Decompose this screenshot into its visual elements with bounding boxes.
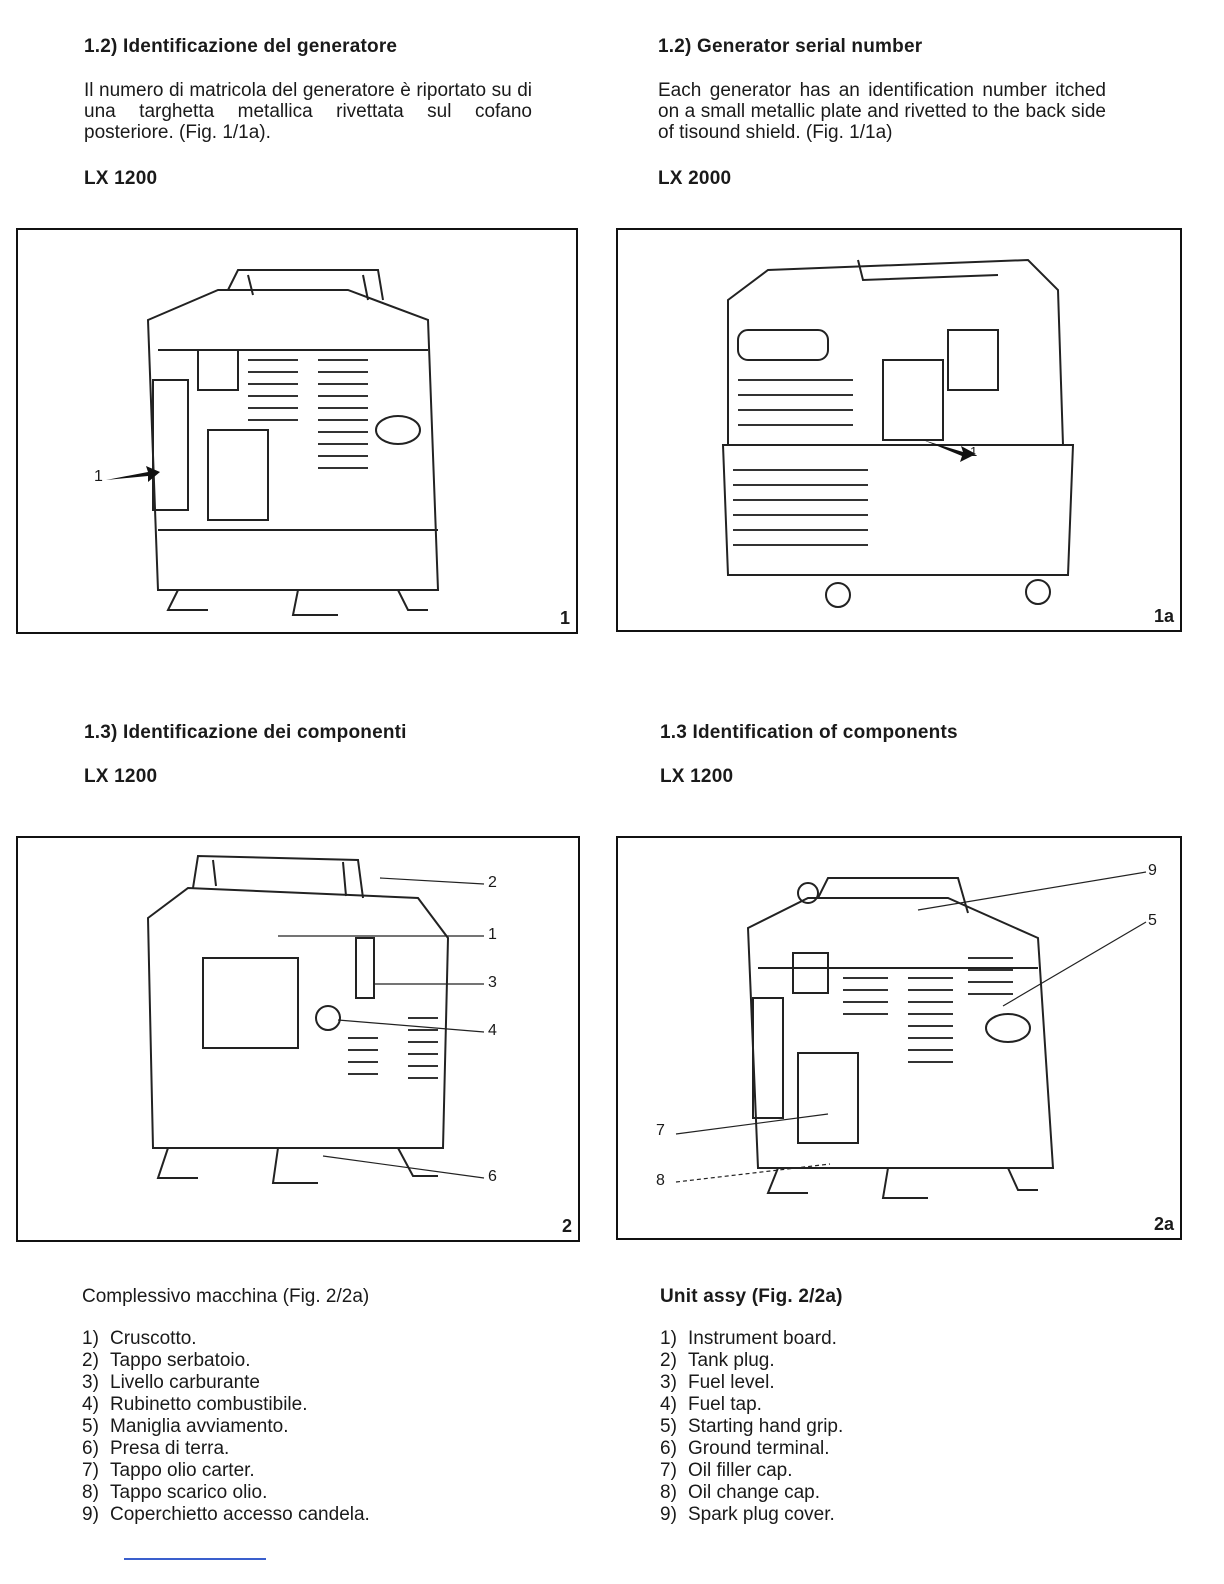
figure-1a-generator-lx2000: 1 1a [616, 228, 1182, 632]
list-item: 2)Tank plug. [660, 1350, 775, 1371]
callout-6: 6 [488, 1168, 497, 1185]
model-label-it-mid: LX 1200 [84, 766, 158, 787]
figure-number-2: 2 [561, 1216, 572, 1236]
list-item: 4)Fuel tap. [660, 1394, 762, 1415]
list-item: 6)Ground terminal. [660, 1438, 830, 1459]
callout-2: 2 [488, 874, 497, 891]
generator-illustration-1 [106, 269, 440, 616]
generator-illustration-2 [146, 854, 485, 1184]
component-list-en: 1)Instrument board. 2)Tank plug. 3)Fuel … [660, 1328, 1140, 1526]
section-heading-it-components: 1.3) Identificazione dei componenti [84, 722, 407, 743]
section-heading-en-serial: 1.2) Generator serial number [658, 36, 923, 57]
section-heading-en-components: 1.3 Identification of components [660, 722, 958, 743]
callout-9: 9 [1148, 862, 1157, 879]
section-heading-it-serial: 1.2) Identificazione del generatore [84, 36, 398, 57]
model-label-en-mid: LX 1200 [660, 766, 734, 787]
figure-2a-generator-lx1200-rear: 9 5 7 8 2a [616, 836, 1182, 1240]
list-item: 8)Tappo scarico olio. [82, 1482, 268, 1503]
list-item: 9)Coperchietto accesso candela. [82, 1504, 370, 1525]
figure-number-2a: 2a [1153, 1214, 1174, 1234]
callout-1-fig1a: 1 [970, 444, 978, 459]
callout-1: 1 [94, 468, 103, 485]
callout-5: 5 [1148, 912, 1157, 929]
list-item: 7)Oil filler cap. [660, 1460, 793, 1481]
figure-number-1: 1 [559, 608, 570, 628]
list-title-it: Complessivo macchina (Fig. 2/2a) [82, 1286, 370, 1307]
paragraph-it-serial: Il numero di matricola del generatore è … [84, 80, 532, 143]
generator-illustration-1a [721, 258, 1075, 608]
list-item: 3)Fuel level. [660, 1372, 775, 1393]
model-label-en-top: LX 2000 [658, 168, 732, 189]
callout-8: 8 [656, 1172, 665, 1189]
list-item: 2)Tappo serbatoio. [82, 1350, 251, 1371]
component-list-it: 1)Cruscotto. 2)Tappo serbatoio. 3)Livell… [82, 1328, 562, 1526]
list-title-en: Unit assy (Fig. 2/2a) [660, 1286, 843, 1307]
figure-1-generator-lx1200-rear: 1 1 [16, 228, 578, 634]
list-item: 4)Rubinetto combustibile. [82, 1394, 308, 1415]
list-item: 5)Starting hand grip. [660, 1416, 844, 1437]
callout-7: 7 [656, 1122, 665, 1139]
footer-rule [124, 1558, 266, 1560]
list-item: 9)Spark plug cover. [660, 1504, 835, 1525]
generator-illustration-2a [675, 871, 1147, 1199]
list-item: 6)Presa di terra. [82, 1438, 230, 1459]
figure-2-generator-lx1200-front: 2 1 3 4 6 2 [16, 836, 580, 1242]
list-item: 7)Tappo olio carter. [82, 1460, 255, 1481]
figure-number-1a: 1a [1153, 606, 1174, 626]
list-item: 1)Instrument board. [660, 1328, 837, 1349]
list-item: 5)Maniglia avviamento. [82, 1416, 289, 1437]
list-item: 3)Livello carburante [82, 1372, 260, 1393]
callout-4: 4 [488, 1022, 497, 1039]
callout-1: 1 [488, 926, 497, 943]
model-label-it-top: LX 1200 [84, 168, 158, 189]
callout-3: 3 [488, 974, 497, 991]
list-item: 8)Oil change cap. [660, 1482, 821, 1503]
list-item: 1)Cruscotto. [82, 1328, 197, 1349]
paragraph-en-serial: Each generator has an identification num… [658, 80, 1106, 143]
